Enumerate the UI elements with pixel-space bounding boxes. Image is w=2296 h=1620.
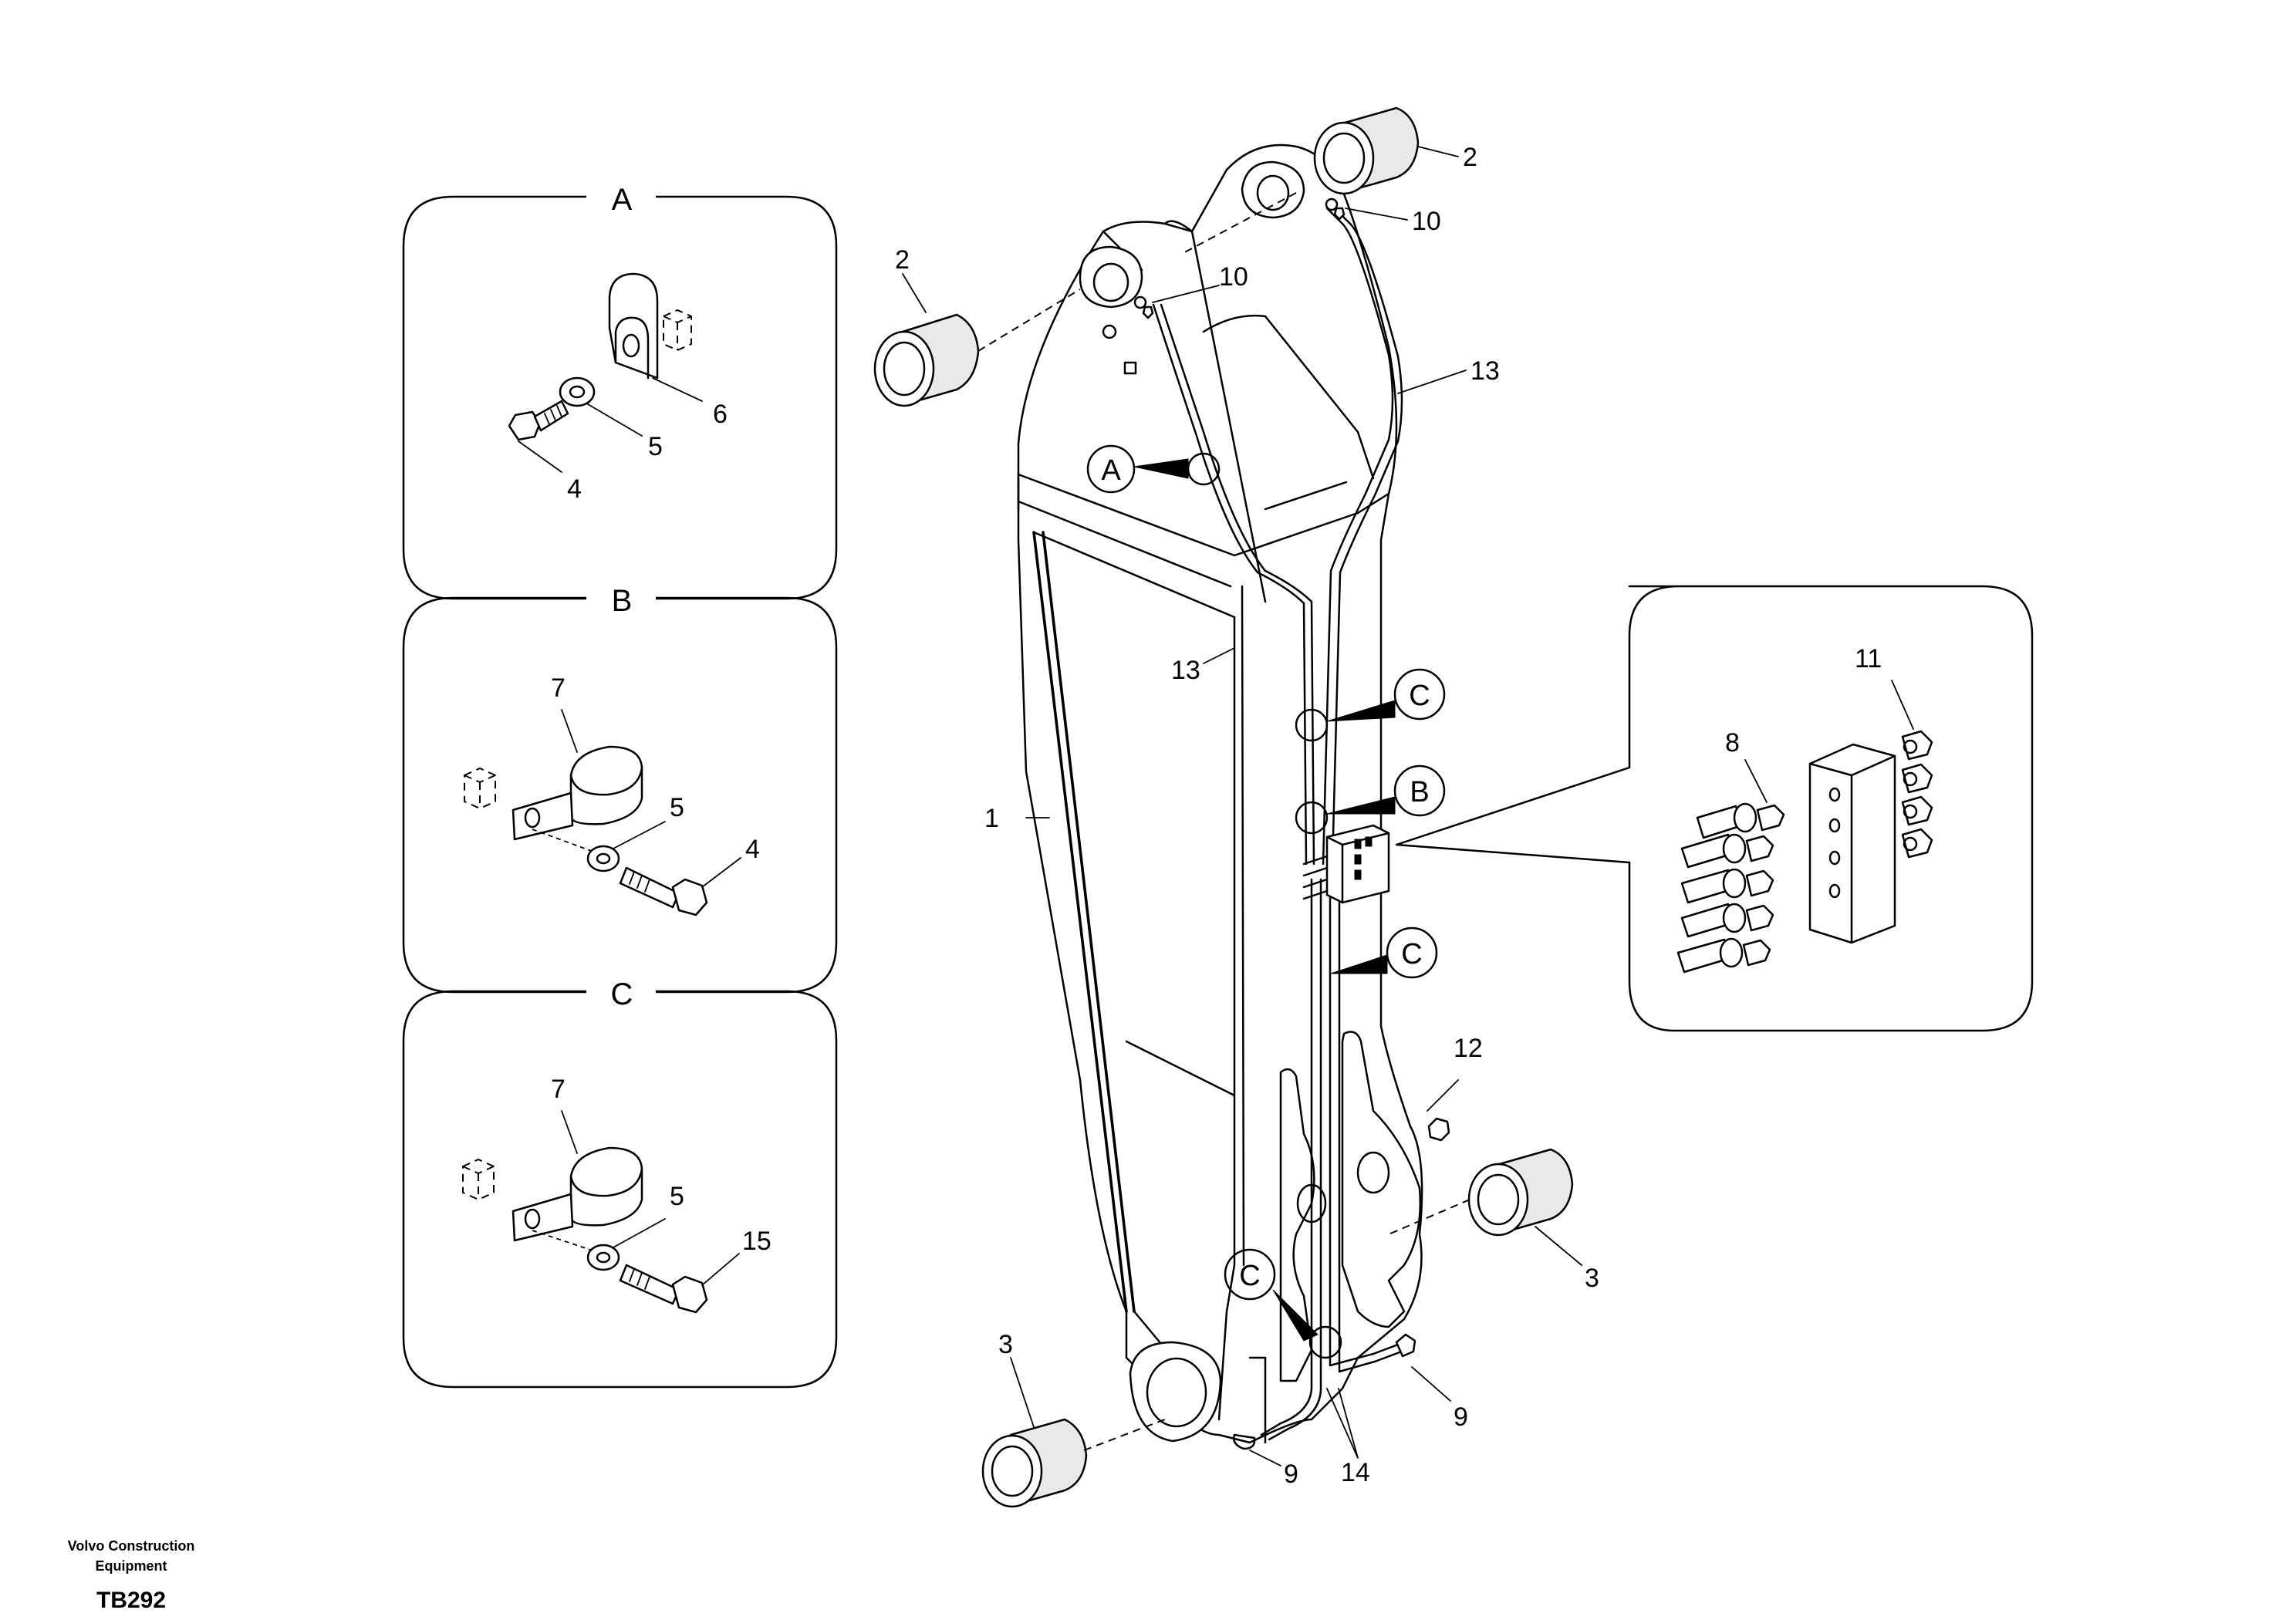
manifold-detail-box [1395,585,2034,1032]
detail-box-a: A 6 5 4 [402,179,838,600]
callout-grease-nipple-12: 12 [1454,1034,1483,1063]
ref-label-b: B [1410,776,1429,808]
main-leaders [1025,208,1467,1466]
callout-fitting-8: 8 [1725,728,1740,758]
callout-grease-line-13-mid: 13 [1171,656,1200,685]
ref-c1-marker [1295,668,1446,742]
callout-b-clip: 7 [551,673,566,703]
washer-part [586,1218,666,1271]
detail-label-a: A [612,183,633,217]
fitting-8-group [1676,759,1785,974]
callout-bushing-3-right: 3 [1585,1264,1599,1293]
callout-a-washer: 5 [648,432,663,461]
callout-fitting-11: 11 [1855,644,1882,673]
clip-part [462,1110,643,1254]
callout-c-bolt: 15 [742,1227,772,1256]
callout-a-bolt: 4 [567,474,582,504]
ref-label-c2: C [1401,938,1422,970]
bushing-top-right [1180,106,1459,255]
callout-grease-line-13-upper: 13 [1470,356,1500,386]
grease-line-lower [1260,878,1407,1441]
footer-company-line1: Volvo Construction [68,1538,195,1554]
callout-bushing-2-right: 2 [1463,143,1477,172]
top-left-boss [1079,245,1143,309]
bushing-bottom-left [981,1357,1166,1508]
ref-label-c3: C [1239,1260,1260,1292]
callout-b-washer: 5 [670,793,684,822]
ref-b-marker [1295,764,1446,835]
ref-label-c1: C [1409,680,1430,712]
callout-a-clamp: 6 [713,400,728,429]
bolt-part [508,400,569,473]
callout-b-bolt: 4 [745,835,760,864]
bushing-bottom-right [1388,1148,1582,1266]
washer-part [559,376,643,437]
callout-c-washer: 5 [670,1182,684,1211]
callout-arm: 1 [984,804,999,833]
callout-bushing-3-left: 3 [998,1330,1013,1359]
ref-c2-marker [1330,926,1438,979]
callout-c-clip: 7 [551,1075,566,1104]
callout-grease-nipple-9-left: 9 [1284,1460,1298,1489]
detail-label-c: C [611,977,633,1011]
bottom-boss [1129,1341,1222,1443]
fitting-11-group [1891,680,1933,859]
ref-a-marker [1086,444,1221,494]
bushing-top-left [873,273,1081,407]
manifold-block [1302,824,1390,904]
callout-bushing-2-left: 2 [895,245,910,275]
grease-nipple-icon [1102,197,1346,375]
footer-company-line2: Equipment [96,1558,167,1574]
callout-grease-nipple-10-left: 10 [1219,262,1248,292]
ref-c3-marker [1224,1248,1342,1359]
detail-label-b: B [612,584,633,618]
detail-box-b: B 7 5 4 [402,580,838,994]
ref-label-a: A [1101,454,1121,487]
clip-part [464,709,643,856]
callout-grease-nipple-10-right: 10 [1412,207,1441,236]
grease-line-upper [1152,207,1403,866]
footer-code: TB292 [96,1588,166,1613]
callout-grease-lines-14: 14 [1341,1458,1370,1487]
arm-body [1017,143,1423,1444]
callout-grease-nipple-9-right: 9 [1454,1402,1468,1432]
detail-box-c: C 7 5 15 [402,974,838,1389]
bolt-part [619,857,741,916]
clamp-part [608,272,703,402]
bolt-part [619,1253,740,1314]
top-right-boss [1241,160,1305,219]
washer-part [586,821,666,872]
